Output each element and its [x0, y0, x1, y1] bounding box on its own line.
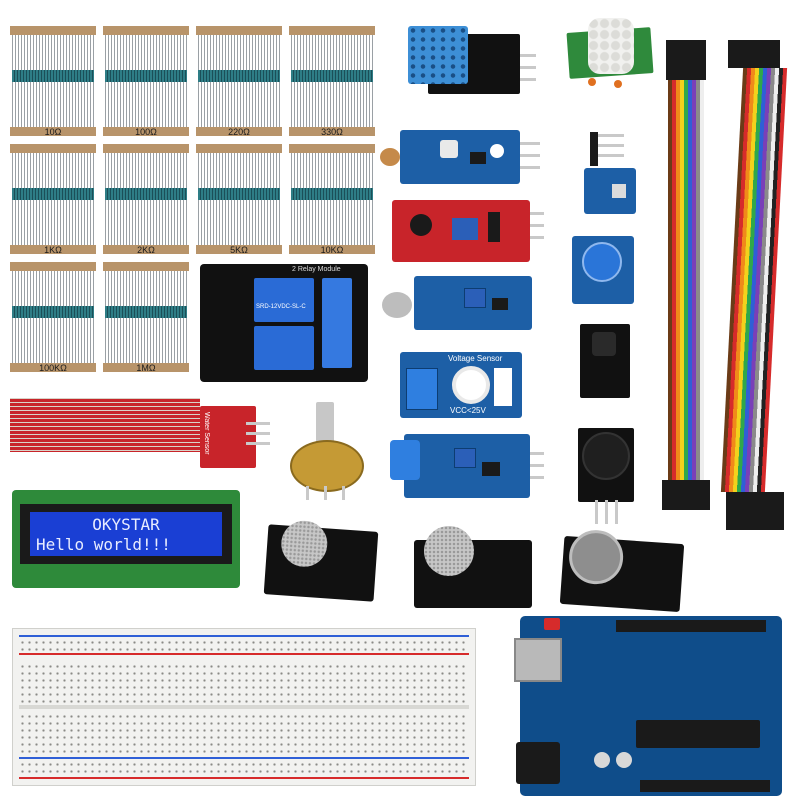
pir-motion-sensor [566, 18, 654, 88]
resistor-strip-100kohm: 100KΩ [10, 262, 96, 373]
resistor-strip-330ohm: 330Ω [289, 26, 375, 137]
resistor-strip-10kohm: 10KΩ [289, 144, 375, 255]
pin-header [590, 126, 626, 166]
jumper-wires-female [658, 40, 712, 510]
resistor-strip-5kohm: 5KΩ [196, 144, 282, 255]
vibration-sensor-module [414, 276, 532, 330]
buzzer-module [578, 428, 634, 502]
gas-sensor-3 [559, 528, 685, 613]
photoresistor [380, 148, 400, 166]
sound-sensor-module [392, 200, 530, 262]
lcd-line-1: OKYSTAR [92, 515, 160, 534]
resistor-label: 100Ω [135, 127, 157, 137]
resistor-label: 10KΩ [320, 245, 344, 255]
resistor-label: 1MΩ [136, 363, 156, 373]
jumper-wires-male [720, 40, 788, 530]
breadboard [12, 628, 476, 786]
relay-module: 2 Relay Module SRD-12VDC-SL-C [200, 264, 368, 382]
water-sensor-label: Water Sensor [203, 412, 210, 455]
resistor-strip-100ohm: 100Ω [103, 26, 189, 137]
light-sensor-module [400, 130, 520, 184]
gas-sensor-1 [263, 519, 379, 602]
resistor-strip-1kohm: 1KΩ [10, 144, 96, 255]
resistor-label: 100KΩ [39, 363, 67, 373]
resistor-strip-220ohm: 220Ω [196, 26, 282, 137]
potentiometer [286, 402, 366, 502]
voltage-sensor-title: Voltage Sensor [448, 354, 503, 363]
water-level-sensor: Water Sensor [10, 398, 266, 468]
lcd1602-display: OKYSTAR Hello world!!! [12, 490, 240, 588]
ir-receiver-module [580, 324, 630, 398]
relay-module-label: 2 Relay Module [292, 266, 341, 273]
resistor-label: 5KΩ [230, 245, 248, 255]
resistor-label: 220Ω [228, 127, 250, 137]
resistor-label: 330Ω [321, 127, 343, 137]
voltage-sensor-spec: VCC<25V [450, 406, 486, 415]
gas-sensor-2 [414, 526, 532, 608]
resistor-strip-1mohm: 1MΩ [103, 262, 189, 373]
touch-sensor-module [572, 236, 634, 304]
resistor-label: 2KΩ [137, 245, 155, 255]
pressure-sensor-module [584, 168, 636, 214]
atmega-chip [636, 720, 760, 748]
dht11-sensor [408, 24, 536, 96]
voltage-sensor-module: Voltage Sensor VCC<25V [400, 352, 522, 418]
resistor-strip-10ohm: 10Ω [10, 26, 96, 137]
soil-sensor-module [390, 434, 530, 498]
vibration-sensor-head [382, 292, 412, 318]
arduino-uno-board [514, 616, 782, 796]
relay-text: SRD-12VDC-SL-C [256, 304, 306, 310]
lcd-line-2: Hello world!!! [36, 535, 171, 554]
resistor-label: 10Ω [44, 127, 62, 137]
dc-jack [516, 742, 560, 784]
resistor-label: 1KΩ [44, 245, 62, 255]
lcd-screen: OKYSTAR Hello world!!! [30, 512, 222, 556]
resistor-strip-2kohm: 2KΩ [103, 144, 189, 255]
usb-port [514, 638, 562, 682]
